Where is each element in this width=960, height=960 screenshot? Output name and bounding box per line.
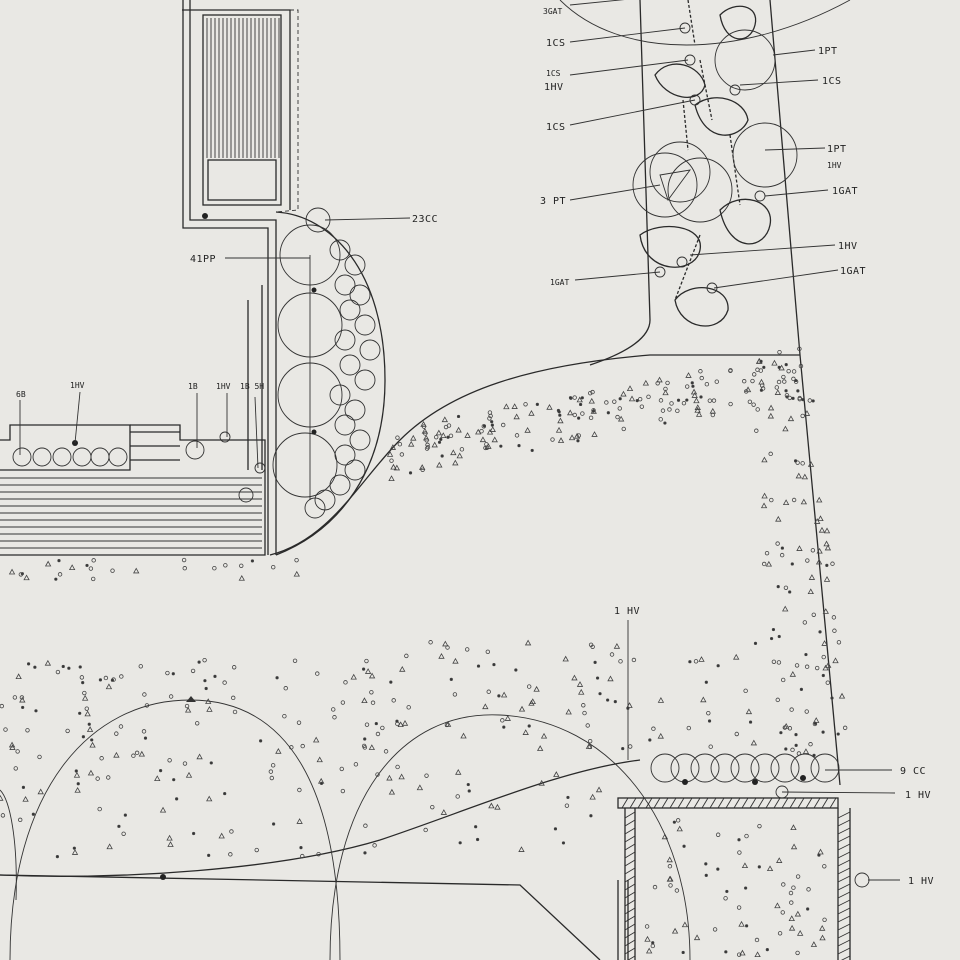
post-marker — [202, 213, 208, 219]
house-walls — [182, 0, 299, 555]
plant-labels: 3GAT 1CS 1CS 1HV 1CS 1PT 1CS 1PT 1HV 3 P… — [16, 7, 934, 887]
label-1hv-g: 1 HV — [905, 790, 931, 801]
lower-bed-plants — [12, 431, 266, 503]
label-1hv-h: 1 HV — [908, 876, 934, 887]
raised-bed-south — [617, 753, 870, 960]
label-1hv-b: 1HV — [827, 161, 842, 170]
label-1hv-f: 1 HV — [614, 606, 640, 617]
label-1hv-d: 1HV — [70, 381, 85, 390]
planting-strip-east — [559, 0, 851, 366]
label-23cc: 23CC — [412, 214, 438, 225]
label-41pp: 41PP — [190, 254, 216, 265]
tree-canopies — [0, 696, 691, 960]
upper-deck — [202, 14, 282, 219]
label-9cc: 9 CC — [900, 766, 926, 777]
label-1hv-e: 1HV — [216, 382, 231, 391]
label-3pt: 3 PT — [540, 196, 566, 207]
label-1cs-d: 1CS — [822, 76, 842, 87]
gravel-texture — [0, 346, 848, 958]
label-1hv-c: 1HV — [838, 241, 858, 252]
label-6b: 6B — [16, 390, 26, 399]
label-1pt-b: 1PT — [827, 144, 847, 155]
label-1cs-c: 1CS — [546, 122, 566, 133]
label-1b5h: 1B 5H — [240, 382, 264, 391]
label-1b: 1B — [188, 382, 198, 391]
label-1cs-a: 1CS — [546, 38, 566, 49]
label-1cs-b: 1CS — [546, 69, 561, 78]
label-1gat-a: 1GAT — [832, 186, 858, 197]
label-1hv-a: 1HV — [544, 82, 564, 93]
leader-lines — [19, 0, 900, 881]
label-1pt-a: 1PT — [818, 46, 838, 57]
label-3gat: 3GAT — [543, 7, 562, 16]
lower-deck — [0, 285, 266, 556]
lawn-edges — [0, 354, 841, 960]
label-1gat-c: 1GAT — [840, 266, 866, 277]
label-1gat-b: 1GAT — [550, 278, 569, 287]
